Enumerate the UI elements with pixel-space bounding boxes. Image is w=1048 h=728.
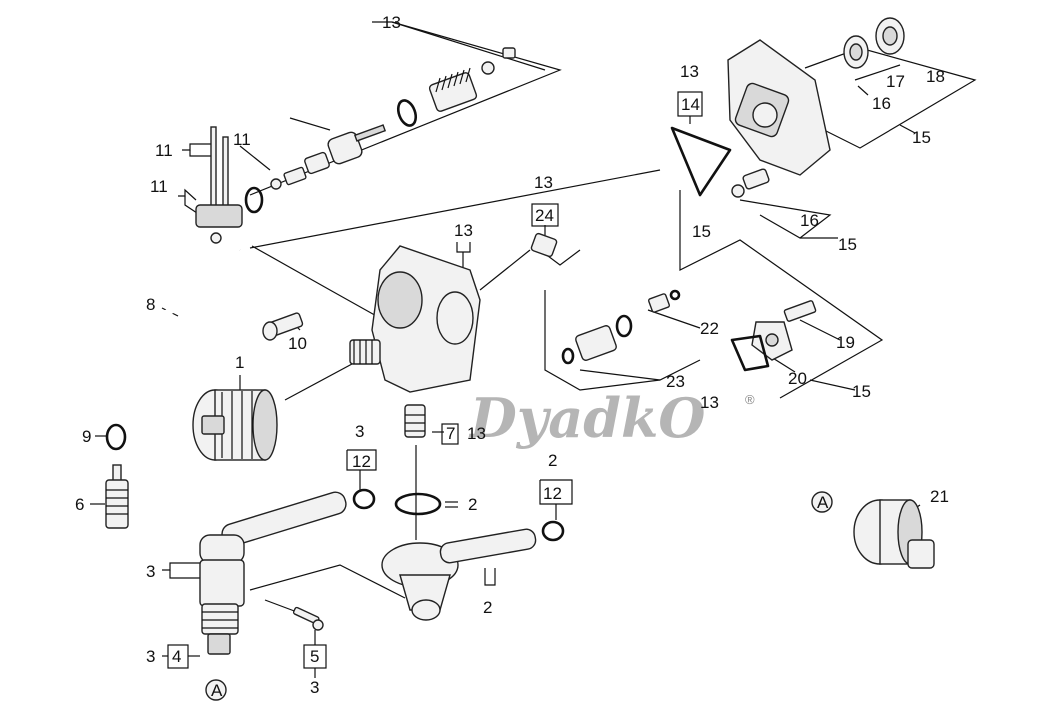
callout-11-b: 11 (233, 130, 251, 149)
callout-13-over-14: 13 (680, 62, 699, 81)
callout-20: 20 (788, 369, 807, 388)
callout-17: 17 (886, 72, 905, 91)
callout-22: 22 (700, 319, 719, 338)
callout-2-c: 2 (483, 598, 492, 617)
callout-23: 23 (666, 372, 685, 391)
screw-part (292, 606, 324, 631)
marker-circle-a-right (811, 491, 833, 513)
callout-11-a: 11 (155, 141, 173, 160)
callout-labels: 13 11 11 11 8 10 1 9 6 13 13 24 7 13 3 1… (75, 13, 949, 697)
coupling-part (192, 389, 278, 461)
bolt-part (262, 312, 304, 341)
callout-24: 24 (535, 206, 554, 225)
oring-right (541, 520, 565, 542)
callout-12-a: 12 (352, 452, 371, 471)
callout-3-b: 3 (146, 562, 155, 581)
callout-3-a: 3 (355, 422, 364, 441)
callout-2-b: 2 (548, 451, 557, 470)
callout-16-a: 16 (872, 94, 891, 113)
marker-a-right: A (817, 493, 829, 512)
callout-box-7 (441, 423, 459, 445)
callout-21: 21 (930, 487, 949, 506)
callout-3-d: 3 (310, 678, 319, 697)
spacer-part (530, 232, 558, 258)
gasket-part (670, 126, 732, 197)
rod-parts (195, 126, 243, 244)
callout-9: 9 (82, 427, 91, 446)
callout-18: 18 (926, 67, 945, 86)
callout-12-b: 12 (543, 484, 562, 503)
callout-13-after-7: 13 (467, 424, 486, 443)
callout-4: 4 (172, 647, 181, 666)
callout-13-mid: 13 (454, 221, 473, 240)
pump-body-part (349, 245, 481, 393)
callout-box-24 (531, 203, 559, 227)
callout-11-c: 11 (150, 177, 168, 196)
callout-13-top: 13 (382, 13, 401, 32)
adapter-part (853, 499, 935, 569)
small-valve-parts (244, 151, 330, 214)
callout-2-a: 2 (468, 495, 477, 514)
valve-stack-part (327, 47, 516, 165)
callout-15-d: 15 (852, 382, 871, 401)
watermark-text: DyadkO (468, 386, 705, 450)
callout-7: 7 (446, 424, 455, 443)
callout-6: 6 (75, 495, 84, 514)
marker-a-bottom: A (211, 681, 223, 700)
callout-15-a: 15 (912, 128, 931, 147)
parts-artwork (105, 17, 935, 701)
check-valve-part (648, 293, 670, 313)
piston-part (561, 314, 633, 365)
oring-center (394, 492, 442, 516)
oring-left (352, 488, 376, 510)
callout-16-b: 16 (800, 211, 819, 230)
marker-circle-a-bottom (205, 679, 227, 701)
callout-15-b: 15 (692, 222, 711, 241)
outlet-manifold-part (381, 528, 537, 621)
callout-5: 5 (310, 647, 319, 666)
callout-13-over-24: 13 (534, 173, 553, 192)
valve-insert-part (404, 404, 426, 438)
watermark-registered-mark: ® (745, 392, 755, 407)
callout-10: 10 (288, 334, 307, 353)
callout-15-c: 15 (838, 235, 857, 254)
filter-part (105, 423, 129, 529)
callout-3-c: 3 (146, 647, 155, 666)
callout-14: 14 (681, 95, 700, 114)
valve-spring-part (742, 168, 770, 190)
callout-19: 19 (836, 333, 855, 352)
callout-8: 8 (146, 295, 155, 314)
inlet-manifold-part (199, 491, 347, 655)
hose-part (115, 249, 260, 401)
head-housing-part (727, 39, 831, 176)
valve-cover-part (730, 300, 817, 372)
callout-13-after-23: 13 (700, 393, 719, 412)
callout-1: 1 (235, 353, 244, 372)
